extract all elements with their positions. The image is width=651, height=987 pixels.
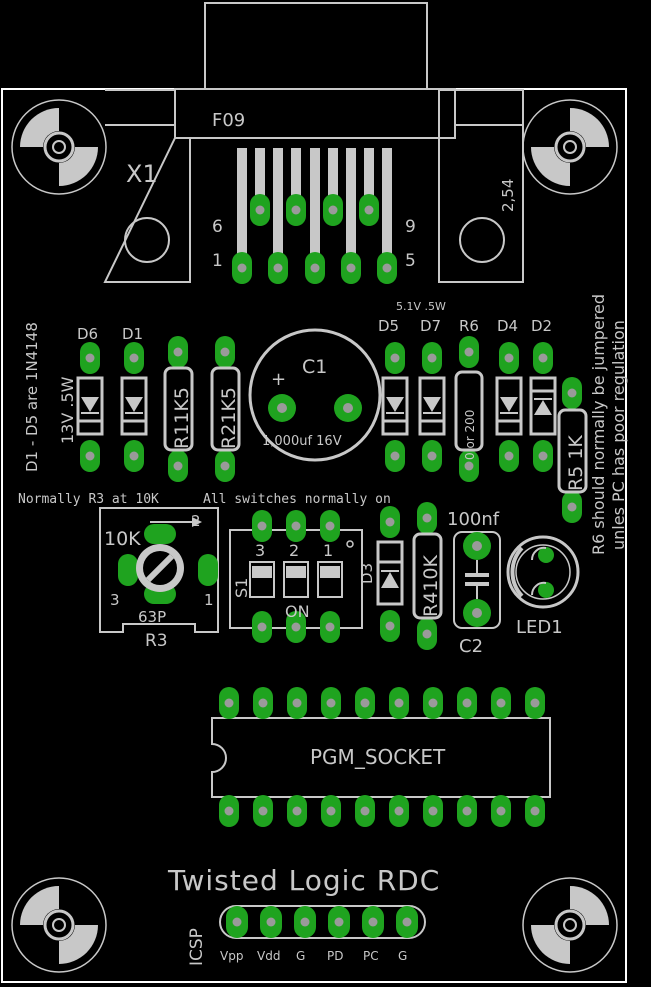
note-r3: Normally R3 at 10K bbox=[18, 492, 159, 507]
connector-pin1: 1 bbox=[212, 251, 223, 271]
connector-pin5: 5 bbox=[405, 251, 416, 271]
dip-switch-state: ON bbox=[285, 602, 310, 621]
trimmer-r3-value: 10K bbox=[104, 528, 141, 550]
diode-d6 bbox=[76, 342, 104, 472]
icsp-label: ICSP bbox=[187, 928, 207, 966]
note-diodes: D1 - D5 are 1N4148 bbox=[23, 322, 41, 472]
icsp-pin-vpp: Vpp bbox=[220, 949, 243, 963]
icsp-pin-pc: PC bbox=[363, 949, 379, 963]
diode-d6-value: 13V .5W bbox=[58, 376, 77, 444]
led1 bbox=[506, 535, 580, 609]
resistor-r6-label: R6 bbox=[459, 317, 479, 335]
diode-d4-label: D4 bbox=[497, 317, 518, 335]
resistor-r4 bbox=[412, 502, 443, 650]
board-title: Twisted Logic RDC bbox=[167, 864, 440, 897]
connector-pitch: 2,54 bbox=[499, 179, 517, 212]
diode-d1-label: D1 bbox=[122, 325, 143, 343]
capacitor-c1 bbox=[248, 328, 382, 462]
mounting-hole-bottom-right bbox=[521, 876, 619, 974]
diode-d2-label: D2 bbox=[531, 317, 552, 335]
diode-d3-label: D3 bbox=[358, 563, 376, 584]
note-r6-line1: R6 should normally be jumpered bbox=[589, 294, 608, 555]
diode-d2 bbox=[529, 342, 557, 472]
resistor-r5 bbox=[557, 377, 588, 523]
note-switches: All switches normally on bbox=[203, 492, 391, 507]
diode-d4 bbox=[495, 342, 523, 472]
diode-d3 bbox=[376, 506, 404, 642]
resistor-r1-label: R11K5 bbox=[171, 387, 193, 449]
diode-d5-label: D5 bbox=[378, 317, 399, 335]
connector-pin9: 9 bbox=[405, 217, 416, 237]
resistor-r6 bbox=[454, 336, 484, 482]
icsp-pin-vdd: Vdd bbox=[257, 949, 280, 963]
zener-spec: 5.1V .5W bbox=[396, 300, 446, 313]
capacitor-c1-label: C1 bbox=[302, 356, 327, 378]
led1-label: LED1 bbox=[516, 617, 563, 638]
diode-d7-label: D7 bbox=[420, 317, 441, 335]
connector-pin6: 6 bbox=[212, 217, 223, 237]
dip-switch-s1 bbox=[229, 510, 363, 643]
pgm-socket bbox=[211, 687, 551, 827]
capacitor-c2 bbox=[453, 531, 501, 629]
mounting-hole-bottom-left bbox=[10, 876, 108, 974]
capacitor-c1-polarity: + bbox=[271, 369, 286, 390]
icsp-pin-pd: PD bbox=[327, 949, 343, 963]
icsp-pin-g1: G bbox=[296, 949, 305, 963]
db9-pins bbox=[237, 148, 392, 255]
resistor-r1 bbox=[163, 336, 194, 482]
resistor-r4-label: R410K bbox=[420, 555, 442, 617]
icsp-pin-g2: G bbox=[398, 949, 407, 963]
capacitor-c1-value: 1,000uf 16V bbox=[262, 434, 342, 449]
trimmer-r3 bbox=[99, 507, 219, 633]
dip-switch-sw2: 2 bbox=[289, 541, 299, 560]
db9-pads-bottom bbox=[232, 252, 397, 284]
connector-ref: X1 bbox=[126, 160, 158, 188]
resistor-r2 bbox=[210, 336, 241, 482]
capacitor-c2-label: C2 bbox=[459, 636, 483, 657]
diode-d1 bbox=[120, 342, 148, 472]
resistor-r6-value: 0 or 200 bbox=[463, 410, 477, 460]
resistor-r2-label: R21K5 bbox=[218, 387, 240, 449]
trimmer-r3-pin2: 2 bbox=[191, 512, 201, 530]
diode-d7 bbox=[418, 342, 446, 472]
resistor-r5-label: R5 1K bbox=[565, 435, 587, 491]
trimmer-r3-pin3: 3 bbox=[110, 591, 120, 609]
note-r6-line2: unles PC has poor regulation bbox=[609, 320, 628, 550]
mounting-hole-top-right bbox=[521, 98, 619, 196]
dip-switch-sw3: 3 bbox=[255, 541, 265, 560]
trimmer-r3-part: 63P bbox=[138, 608, 166, 626]
trimmer-r3-pin1: 1 bbox=[204, 591, 214, 609]
dip-switch-sw1: 1 bbox=[323, 541, 333, 560]
diode-d5 bbox=[381, 342, 409, 472]
capacitor-c2-value: 100nf bbox=[447, 509, 500, 530]
db9-connector bbox=[103, 2, 524, 283]
icsp-header bbox=[219, 905, 426, 939]
connector-part: F09 bbox=[212, 110, 245, 131]
dip-switch-ref: S1 bbox=[232, 578, 251, 598]
trimmer-r3-ref: R3 bbox=[145, 631, 168, 651]
pgm-socket-label: PGM_SOCKET bbox=[310, 745, 446, 769]
mounting-hole-top-left bbox=[10, 98, 108, 196]
diode-d6-label: D6 bbox=[77, 325, 98, 343]
